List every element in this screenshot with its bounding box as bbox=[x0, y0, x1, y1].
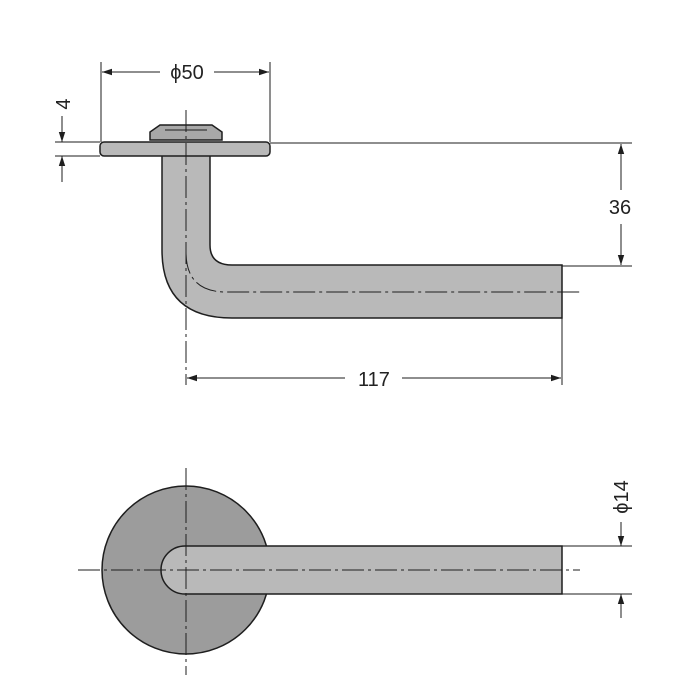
side-rose-plate bbox=[99, 141, 271, 157]
dim-handle-length-label: 117 bbox=[358, 369, 390, 391]
side-horizontal-centerline bbox=[185, 251, 580, 293]
dim-handle-height-label: 36 bbox=[609, 197, 631, 219]
side-view: ϕ50 4 36 117 bbox=[53, 62, 632, 391]
dim-rose-thickness-label: 4 bbox=[53, 98, 75, 109]
top-view: ϕ14 bbox=[78, 468, 633, 675]
dim-bar-diameter-label: ϕ14 bbox=[611, 480, 633, 513]
dim-rose-diameter-label: ϕ50 bbox=[170, 62, 203, 84]
side-lever-body bbox=[161, 154, 563, 319]
side-rose-boss bbox=[149, 124, 223, 141]
